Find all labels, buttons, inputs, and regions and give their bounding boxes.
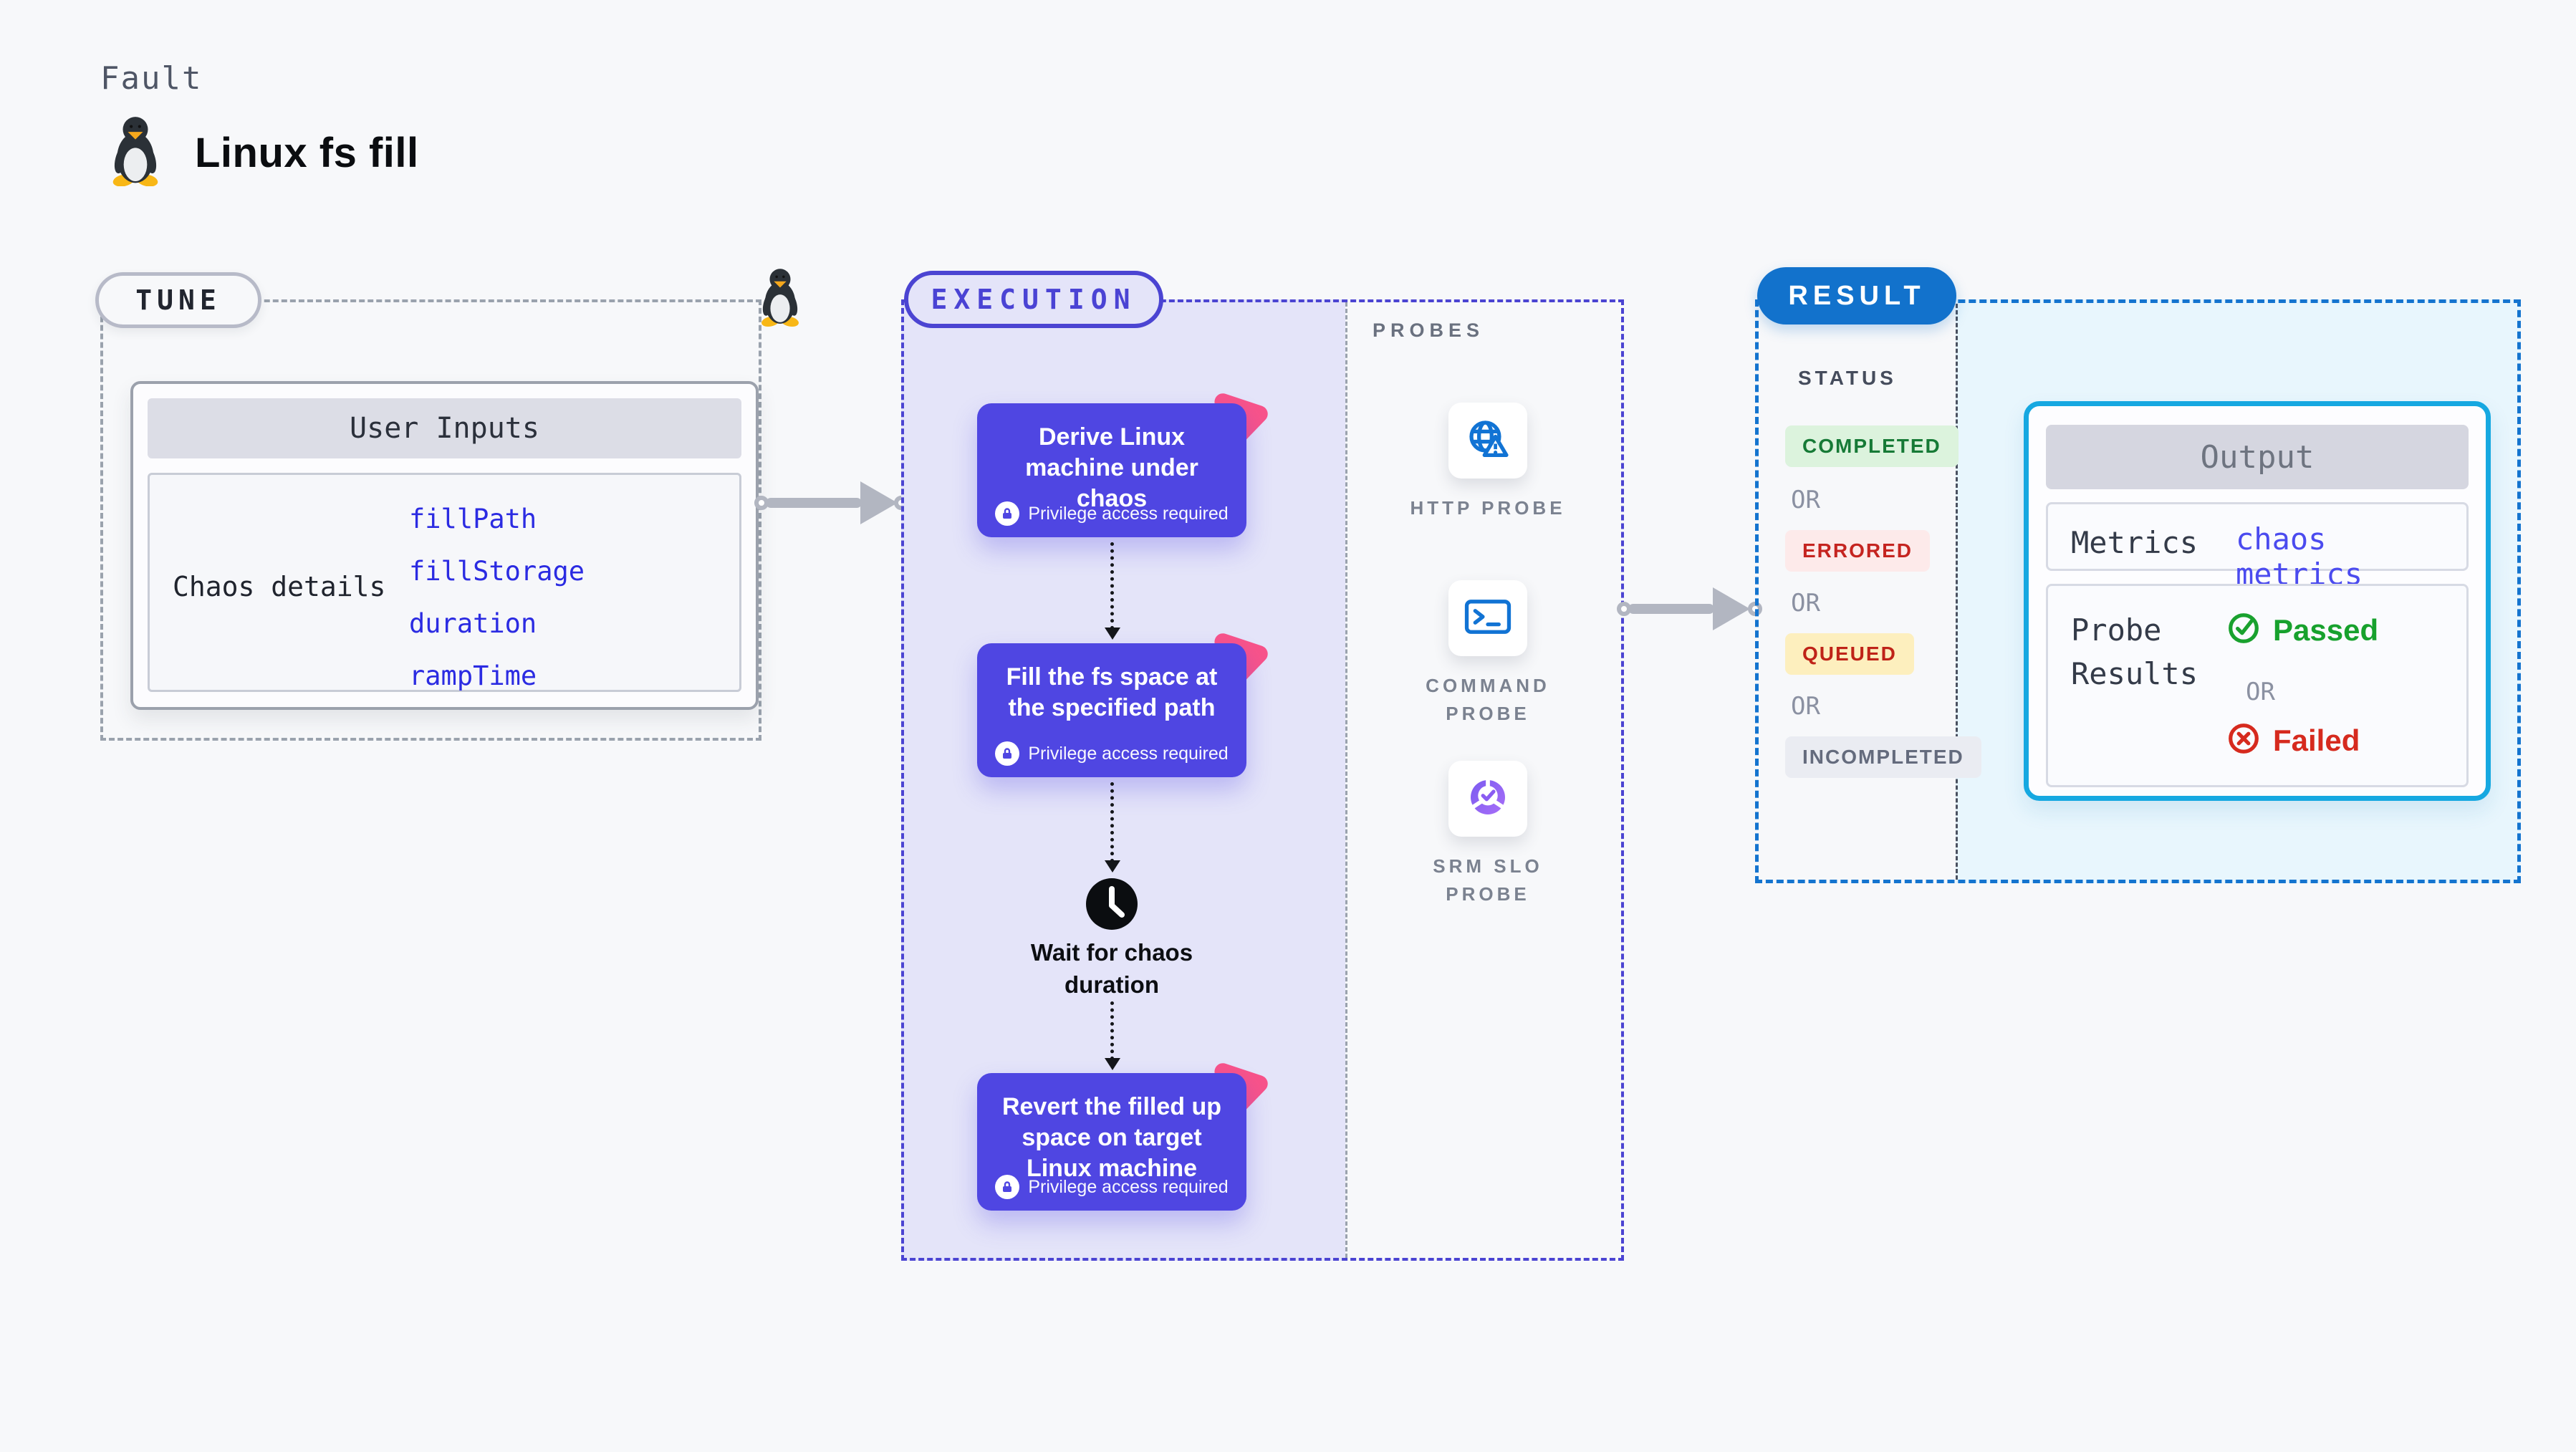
privilege-badge: Privilege access required <box>977 741 1246 766</box>
privilege-label: Privilege access required <box>1028 743 1229 764</box>
result-pill: RESULT <box>1757 267 1956 324</box>
lock-icon <box>995 501 1020 526</box>
terminal-icon <box>1464 598 1512 639</box>
param-fillpath: fillPath <box>409 504 537 534</box>
user-inputs-header: User Inputs <box>148 398 741 458</box>
globe-alert-icon <box>1464 417 1512 465</box>
or-separator: OR <box>1791 692 1820 721</box>
passed-label: Passed <box>2273 612 2379 647</box>
check-circle-icon <box>2227 612 2260 648</box>
step-derive-machine: Derive Linux machine under chaos Privile… <box>977 403 1246 537</box>
step-title: Fill the fs space at the specified path <box>1006 663 1218 722</box>
lock-icon <box>995 1175 1020 1199</box>
tune-to-execution-arrow <box>754 481 909 524</box>
connector-arrowhead <box>1105 860 1120 872</box>
metrics-value-link[interactable]: chaos metrics <box>2236 521 2363 592</box>
privilege-badge: Privilege access required <box>977 1175 1246 1199</box>
connector-arrowhead <box>1105 628 1120 640</box>
or-separator: OR <box>1791 589 1820 617</box>
or-separator: OR <box>1791 486 1820 514</box>
tux-penguin-small-icon <box>758 266 802 328</box>
http-probe-card <box>1448 403 1527 479</box>
clock-icon <box>1086 878 1138 930</box>
step-title: Revert the filled up space on target Lin… <box>1001 1093 1222 1183</box>
status-badge-errored: ERRORED <box>1785 530 1931 572</box>
param-fillstorage: fillStorage <box>409 556 585 587</box>
status-badge-queued: QUEUED <box>1785 633 1914 675</box>
probe-results-row: Probe Results Passed OR Failed <box>2046 584 2469 787</box>
output-header: Output <box>2046 425 2469 489</box>
probes-heading: PROBES <box>1373 319 1485 341</box>
execution-to-result-arrow <box>1617 587 1762 630</box>
step-title: Derive Linux machine under chaos <box>1025 423 1198 513</box>
command-probe-label: COMMAND PROBE <box>1426 675 1550 724</box>
failed-label: Failed <box>2273 723 2360 757</box>
output-card: Output Metrics chaos metrics Probe Resul… <box>2024 401 2491 801</box>
metrics-label: Metrics <box>2071 525 2198 560</box>
passed-result: Passed <box>2227 612 2378 648</box>
param-ramptime: rampTime <box>409 660 537 691</box>
step-fill-fs: Fill the fs space at the specified path … <box>977 643 1246 777</box>
status-output-divider <box>1956 304 1958 880</box>
probes-divider <box>1345 302 1347 1258</box>
execution-region <box>901 299 1624 1261</box>
or-separator: OR <box>2246 678 2275 706</box>
param-duration: duration <box>409 608 537 639</box>
srm-slo-probe-card <box>1448 761 1527 837</box>
tune-region <box>100 299 761 741</box>
status-heading: STATUS <box>1798 367 1897 389</box>
tune-pill: TUNE <box>95 272 261 328</box>
user-inputs-card: User Inputs Chaos details fillPath fillS… <box>130 381 759 710</box>
chaos-params-list: fillPath fillStorage duration rampTime <box>409 504 585 691</box>
chaos-details-label: Chaos details <box>173 571 386 602</box>
tux-penguin-icon <box>107 116 163 187</box>
privilege-label: Privilege access required <box>1028 503 1229 524</box>
connector-arrowhead <box>1105 1058 1120 1070</box>
x-circle-icon <box>2227 722 2260 759</box>
page-title: Linux fs fill <box>195 130 419 176</box>
chaos-details-row: Chaos details fillPath fillStorage durat… <box>148 473 741 692</box>
step-revert-space: Revert the filled up space on target Lin… <box>977 1073 1246 1211</box>
connector-dotted <box>1110 1001 1114 1060</box>
status-badge-incompleted: INCOMPLETED <box>1785 736 1981 778</box>
lock-icon <box>995 741 1020 766</box>
slo-donut-check-icon <box>1465 774 1511 824</box>
http-probe-label: HTTP PROBE <box>1410 497 1566 519</box>
connector-dotted <box>1110 782 1114 862</box>
probe-results-label: Probe Results <box>2071 612 2198 691</box>
result-region <box>1755 299 2521 883</box>
privilege-badge: Privilege access required <box>977 501 1246 526</box>
fault-kicker: Fault <box>100 60 203 97</box>
metrics-row: Metrics chaos metrics <box>2046 502 2469 592</box>
connector-dotted <box>1110 542 1114 630</box>
status-badge-completed: COMPLETED <box>1785 425 1959 467</box>
wait-step-label: Wait for chaos duration <box>1030 939 1193 998</box>
execution-pill: EXECUTION <box>904 271 1163 328</box>
srm-slo-probe-label: SRM SLO PROBE <box>1433 855 1543 905</box>
failed-result: Failed <box>2227 722 2360 759</box>
command-probe-card <box>1448 580 1527 656</box>
privilege-label: Privilege access required <box>1028 1176 1229 1197</box>
